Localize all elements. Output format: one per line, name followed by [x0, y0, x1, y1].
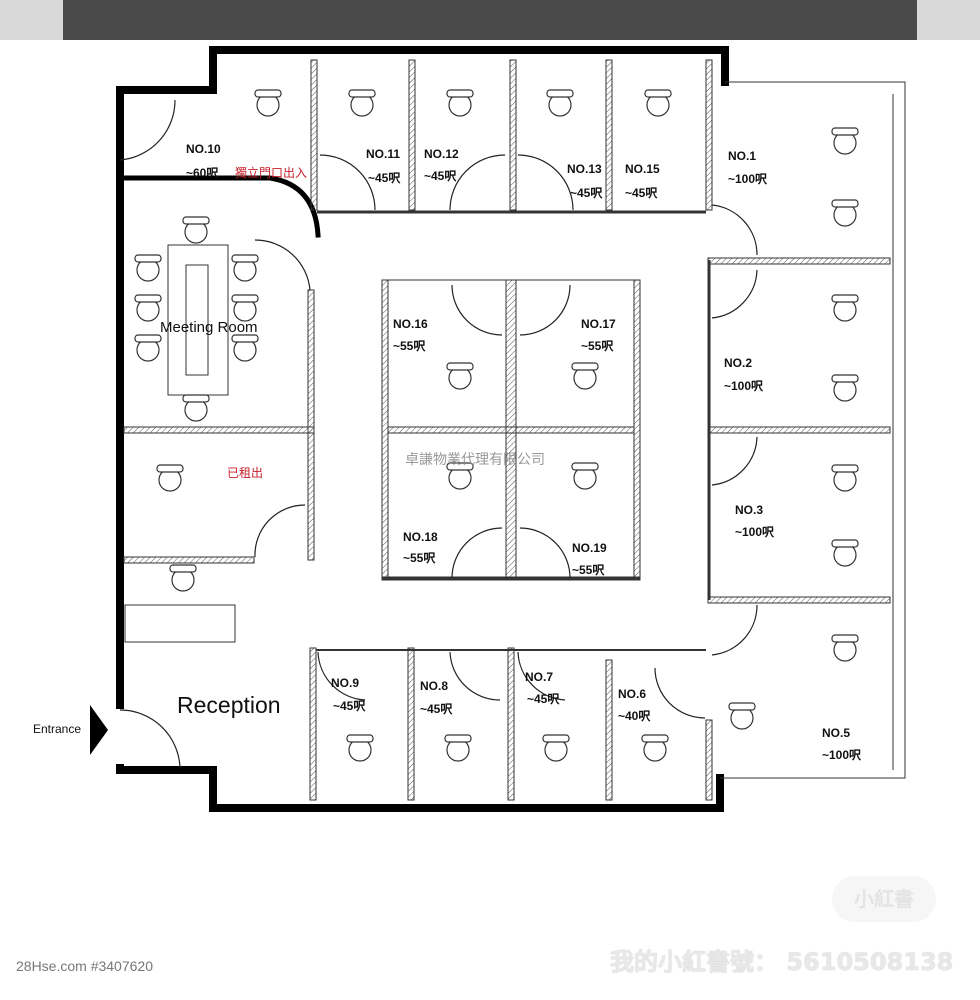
room-no12-area: ~45呎 — [424, 169, 457, 183]
doors — [119, 99, 758, 769]
reception-desk — [124, 604, 236, 643]
top-image-strip — [0, 0, 980, 40]
room-no13-area: ~45呎 — [570, 186, 603, 200]
xiaohongshu-logo: 小紅書 — [832, 876, 936, 922]
room-no6-name: NO.6 — [618, 687, 646, 701]
outer-walls — [90, 46, 729, 812]
room-no11-name: NO.11 — [366, 147, 400, 161]
room-labels: NO.10 ~60呎 獨立門口出入 NO.11 ~45呎 NO.12 ~45呎 … — [33, 142, 862, 762]
room-no9-name: NO.9 — [331, 676, 359, 690]
room-no2-name: NO.2 — [724, 356, 752, 370]
room-no16-area: ~55呎 — [393, 339, 426, 353]
room-no16-name: NO.16 — [393, 317, 428, 331]
room-no5-name: NO.5 — [822, 726, 850, 740]
chairs — [134, 89, 859, 762]
meeting-table — [167, 244, 229, 396]
room-no19-area: ~55呎 — [572, 563, 605, 577]
room-no18-area: ~55呎 — [403, 551, 436, 565]
room-no17-area: ~55呎 — [581, 339, 614, 353]
room-no3-name: NO.3 — [735, 503, 763, 517]
room-no6-area: ~40呎 — [618, 709, 651, 723]
room-no9-area: ~45呎 — [333, 699, 366, 713]
room-no18-name: NO.18 — [403, 530, 438, 544]
room-no17-name: NO.17 — [581, 317, 616, 331]
xiaohongshu-id-watermark: 我的小紅書號： 5610508138 — [610, 948, 954, 976]
entrance-label: Entrance — [33, 722, 81, 736]
window-glazing — [720, 81, 906, 779]
room-no15-name: NO.15 — [625, 162, 660, 176]
meeting-room-label: Meeting Room — [160, 319, 258, 336]
room-no2-area: ~100呎 — [724, 379, 764, 393]
room-no3-area: ~100呎 — [735, 525, 775, 539]
rented-label: 已租出 — [227, 466, 263, 480]
room-no1-area: ~100呎 — [728, 172, 768, 186]
room-no7-name: NO.7 — [525, 670, 553, 684]
reception-label: Reception — [177, 692, 281, 718]
room-no12-name: NO.12 — [424, 147, 459, 161]
room-no1-name: NO.1 — [728, 149, 756, 163]
room-no10-name: NO.10 — [186, 142, 221, 156]
room-no8-name: NO.8 — [420, 679, 448, 693]
previous-image-preview — [63, 0, 917, 40]
room-no8-area: ~45呎 — [420, 702, 453, 716]
room-no13-name: NO.13 — [567, 162, 602, 176]
room-no10-note: 獨立門口出入 — [235, 165, 307, 180]
room-no19-name: NO.19 — [572, 541, 607, 555]
room-no7-area: ~45呎 — [527, 692, 560, 706]
source-watermark: 28Hse.com #3407620 — [16, 958, 153, 974]
agency-watermark: 卓謙物業代理有限公司 — [405, 452, 545, 468]
partitions — [123, 59, 891, 801]
room-no10-area: ~60呎 — [186, 166, 219, 180]
entrance-arrow-icon — [90, 705, 108, 755]
room-no5-area: ~100呎 — [822, 748, 862, 762]
room-no11-area: ~45呎 — [368, 171, 401, 185]
room-no15-area: ~45呎 — [625, 186, 658, 200]
